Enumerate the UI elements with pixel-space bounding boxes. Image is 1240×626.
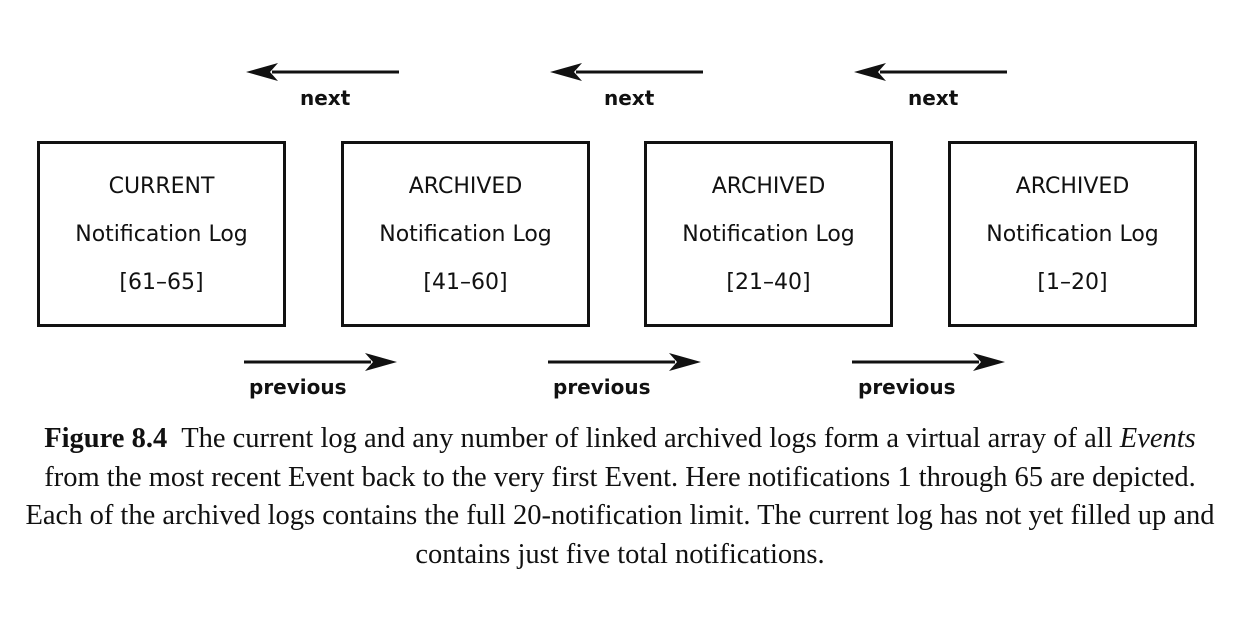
previous-label-3: previous [858, 375, 956, 399]
previous-arrow-2 [548, 353, 701, 371]
previous-arrow-3 [852, 353, 1005, 371]
next-label-3: next [908, 86, 959, 110]
next-arrow-2 [550, 63, 703, 81]
next-arrow-3 [854, 63, 1007, 81]
log-name: Notification Log [379, 222, 552, 247]
log-range: [21–40] [726, 270, 811, 295]
figure-caption: Figure 8.4 The current log and any number… [20, 420, 1220, 574]
link-arrows [244, 63, 1007, 371]
caption-text-1: The current log and any number of linked… [181, 423, 1120, 454]
log-name: Notification Log [75, 222, 248, 247]
log-name: Notification Log [986, 222, 1159, 247]
previous-label-2: previous [553, 375, 651, 399]
next-label-2: next [604, 86, 655, 110]
figure-number: Figure 8.4 [44, 423, 168, 454]
log-range: [61–65] [119, 270, 204, 295]
caption-italic-term: Events [1119, 423, 1196, 454]
log-range: [1–20] [1037, 270, 1108, 295]
log-box-current: CURRENT Notification Log [61–65] [37, 141, 286, 327]
next-arrow-1 [246, 63, 399, 81]
next-label-1: next [300, 86, 351, 110]
previous-label-1: previous [249, 375, 347, 399]
log-status: ARCHIVED [408, 174, 523, 199]
caption-text-2: from the most recent Event back to the v… [25, 461, 1215, 570]
log-range: [41–60] [423, 270, 508, 295]
log-box-archived-1-20: ARCHIVED Notification Log [1–20] [948, 141, 1197, 327]
previous-arrow-1 [244, 353, 397, 371]
log-box-archived-21-40: ARCHIVED Notification Log [21–40] [644, 141, 893, 327]
log-status: CURRENT [108, 174, 215, 199]
log-status: ARCHIVED [711, 174, 826, 199]
notification-log-diagram: next next next CURRENT Notification Log … [37, 63, 1197, 399]
log-status: ARCHIVED [1015, 174, 1130, 199]
log-box-archived-41-60: ARCHIVED Notification Log [41–60] [341, 141, 590, 327]
log-name: Notification Log [682, 222, 855, 247]
